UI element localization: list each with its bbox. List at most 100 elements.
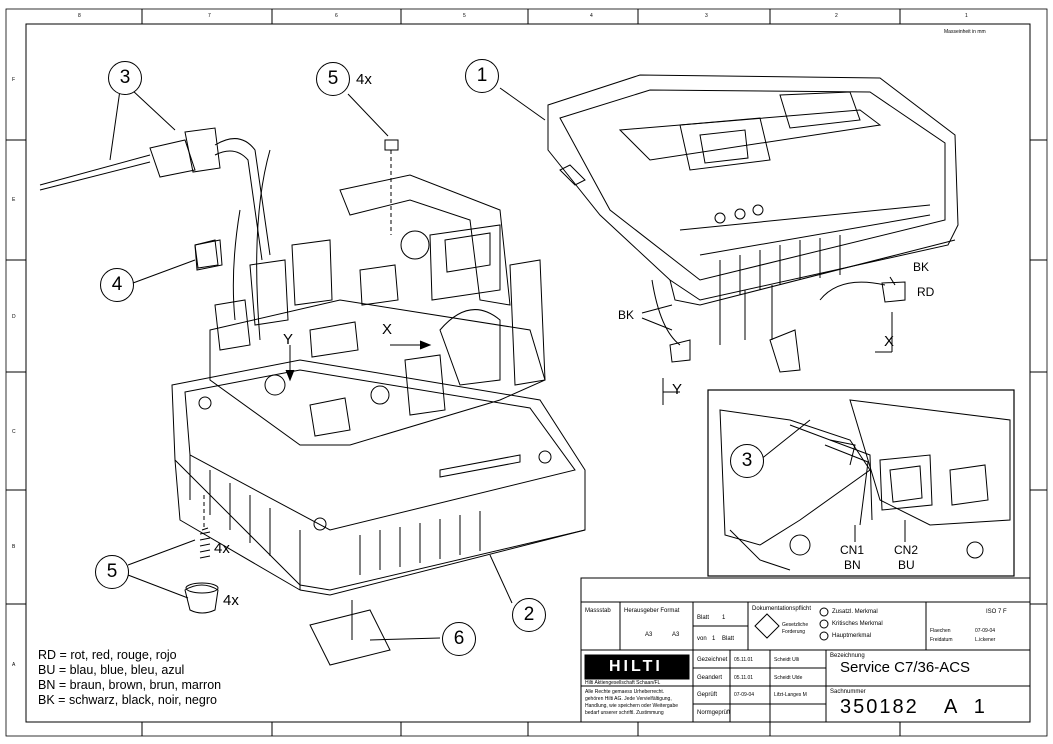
color-legend: RD = rot, red, rouge, rojo BU = blau, bl… xyxy=(38,648,221,708)
charger-top-cover xyxy=(547,74,959,373)
ruler-col: 4 xyxy=(590,13,593,19)
tb-normgeprueft: Normgeprüft xyxy=(697,710,731,716)
ruler-row: A xyxy=(12,662,16,668)
callout-3: 3 xyxy=(108,61,142,95)
legend-text: = schwarz, black, noir, negro xyxy=(58,693,217,707)
tb-legal: Handlung, wie speichern oder Weitergabe xyxy=(585,703,679,709)
legend-text: = blau, blue, bleu, azul xyxy=(58,663,185,677)
callout-6: 6 xyxy=(442,622,476,656)
qty-spring: 4x xyxy=(214,540,230,557)
ruler-row: D xyxy=(12,314,16,320)
tb-von: von xyxy=(697,636,707,642)
wire-bk-left: BK xyxy=(618,308,635,322)
frame xyxy=(5,8,1048,737)
legend-code: BU xyxy=(38,663,56,677)
ruler-row: F xyxy=(12,77,16,83)
cn1-color: BN xyxy=(844,558,861,572)
tb-format-a3: A3 xyxy=(645,632,653,638)
tb-flaechen: Flaechen xyxy=(930,628,951,634)
label-x: X xyxy=(382,321,393,338)
pcb-assembly xyxy=(194,149,546,446)
tb-forderung: Forderung xyxy=(782,629,806,635)
legend-text: = braun, brown, brun, marron xyxy=(58,678,222,692)
legend-text: = rot, red, rouge, rojo xyxy=(59,648,177,662)
small-parts xyxy=(184,139,399,666)
tb-d2: 05.11.01 xyxy=(734,675,754,681)
units-note: Masseinheit in mm xyxy=(944,29,986,35)
part-number: 350182 xyxy=(840,696,919,718)
tb-kritisch: Kritisches Merkmal xyxy=(832,621,883,627)
title-block xyxy=(580,577,1031,723)
tb-n1: Scheidt Ulli xyxy=(774,657,800,663)
tb-format-a3b: A3 xyxy=(672,632,680,638)
tb-gezeichnet: Gezeichnet xyxy=(697,657,728,663)
callout-5-bottom: 5 xyxy=(95,555,129,589)
power-cord xyxy=(39,127,271,261)
tb-freidatum: Freidatum xyxy=(930,637,953,643)
tb-n2: Scheidt Ulde xyxy=(774,675,803,681)
tb-gepruft: Geandert xyxy=(697,675,723,681)
ruler-col: 3 xyxy=(705,13,708,19)
callout-3-detail: 3 xyxy=(730,444,764,478)
tb-legal: bedarf unserer schriftl. Zustimmung xyxy=(585,710,664,716)
drawing-title: Service C7/36-ACS xyxy=(840,659,971,676)
legend-row: BU = blau, blue, bleu, azul xyxy=(38,663,221,678)
ruler-col: 8 xyxy=(78,13,81,19)
qty-foot: 4x xyxy=(223,592,239,609)
hilti-logo: HILTI xyxy=(609,658,663,675)
tb-blatt: Blatt xyxy=(697,615,710,621)
ruler-col: 2 xyxy=(835,13,838,19)
connector-x: X xyxy=(884,333,895,350)
qty-screws-top: 4x xyxy=(356,71,372,88)
legend-row: BN = braun, brown, brun, marron xyxy=(38,678,221,693)
tb-massstab: Massstab xyxy=(585,608,611,614)
tb-haupt: Hauptmerkmal xyxy=(832,633,872,639)
tb-n3: Lifzt-Langes M xyxy=(774,692,807,698)
tb-date1: 07-09-04 xyxy=(975,628,996,634)
connector-y: Y xyxy=(672,381,683,398)
tb-legal: Alle Rechte gemaess Urheberrecht. xyxy=(585,689,665,695)
callout-1: 1 xyxy=(465,59,499,93)
ruler-col: 6 xyxy=(335,13,338,19)
ruler-row: B xyxy=(12,544,16,550)
legend-row: RD = rot, red, rouge, rojo xyxy=(38,648,221,663)
base-housing xyxy=(171,359,586,596)
tb-blatt2: Blatt xyxy=(722,636,735,642)
callout-2: 2 xyxy=(512,598,546,632)
tb-sachnummer: Sachnummer xyxy=(830,689,866,695)
wire-rd: RD xyxy=(917,285,935,299)
tb-company: Hilti Aktiengesellschaft Schaan/FL xyxy=(585,680,661,686)
legend-code: BN xyxy=(38,678,56,692)
tb-legal: gehören Hilti AG. Jede Vervielfältigung, xyxy=(585,696,672,702)
wire-bk-right: BK xyxy=(913,260,930,274)
tb-blatt-num: 1 xyxy=(722,615,726,621)
tb-iso: ISO 7 F xyxy=(986,609,1007,615)
tb-von-num: 1 xyxy=(712,636,716,642)
revision: A 1 xyxy=(944,696,991,718)
ruler-row: E xyxy=(12,197,16,203)
tb-zusatz: Zusatzl. Merkmal xyxy=(832,609,878,615)
ruler-row: C xyxy=(12,429,16,435)
tb-herausgeber: Herausgeber Format xyxy=(624,608,680,614)
tb-lickener: L.ickener xyxy=(975,637,996,643)
cn2-label: CN2 xyxy=(894,543,919,557)
legend-code: BK xyxy=(38,693,55,707)
ruler-col: 7 xyxy=(208,13,211,19)
callout-5-top: 5 xyxy=(316,62,350,96)
label-y: Y xyxy=(283,331,294,348)
cn2-color: BU xyxy=(898,558,915,572)
tb-gesetzliche: Gesetzliche xyxy=(782,622,809,628)
tb-genehmigt: Geprüft xyxy=(697,692,718,698)
legend-code: RD xyxy=(38,648,57,662)
tb-d3: 07-09-04 xyxy=(734,692,755,698)
legend-row: BK = schwarz, black, noir, negro xyxy=(38,693,221,708)
tb-d1: 05.11.01 xyxy=(734,657,754,663)
detail-view xyxy=(707,389,1015,577)
ruler-col: 5 xyxy=(463,13,466,19)
cn1-label: CN1 xyxy=(840,543,865,557)
ruler-col: 1 xyxy=(965,13,968,19)
tb-doc-pflicht: Dokumentationspflicht xyxy=(752,606,812,612)
callout-4: 4 xyxy=(100,268,134,302)
